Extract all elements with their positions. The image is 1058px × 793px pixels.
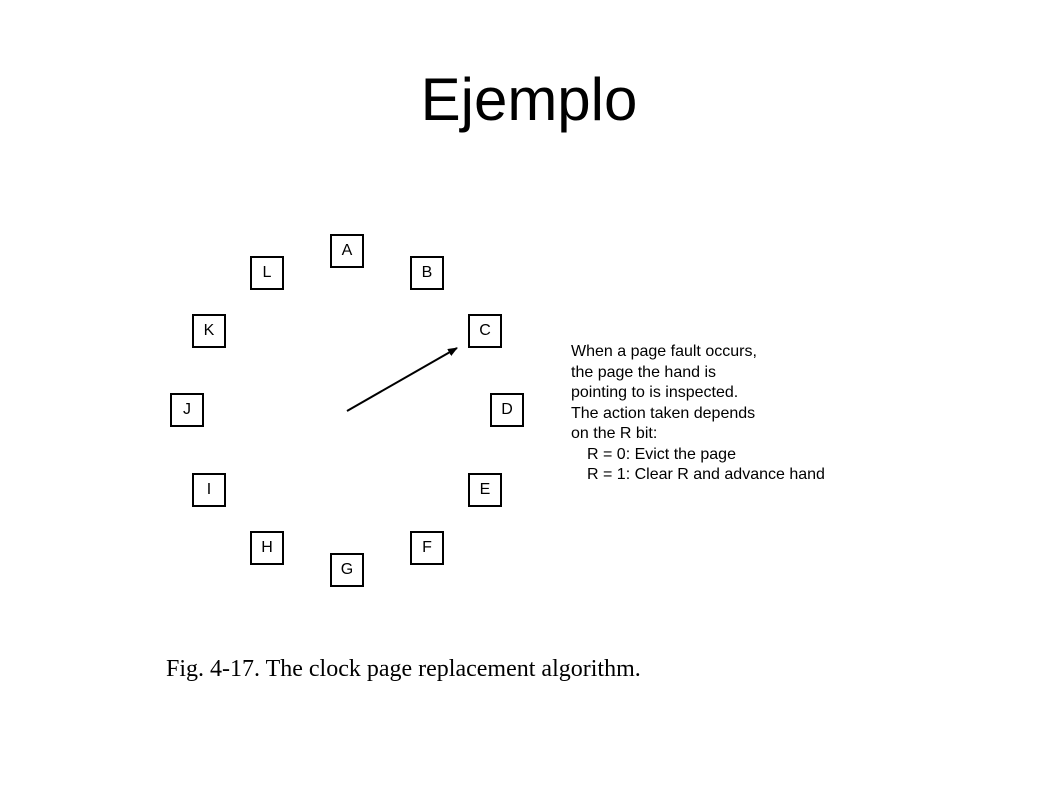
page-box-c: C bbox=[468, 314, 502, 348]
algorithm-description: When a page fault occurs, the page the h… bbox=[571, 342, 891, 486]
page-box-k: K bbox=[192, 314, 226, 348]
page-box-d: D bbox=[490, 393, 524, 427]
description-line: on the R bit: bbox=[571, 425, 658, 442]
description-line: pointing to is inspected. bbox=[571, 384, 739, 401]
figure-caption: Fig. 4-17. The clock page replacement al… bbox=[166, 656, 641, 682]
page-box-h: H bbox=[250, 531, 284, 565]
page-box-a: A bbox=[330, 234, 364, 268]
page-box-f: F bbox=[410, 531, 444, 565]
rule-r1: R = 1: Clear R and advance hand bbox=[587, 466, 825, 483]
page-box-e: E bbox=[468, 473, 502, 507]
page-box-i: I bbox=[192, 473, 226, 507]
page-box-l: L bbox=[250, 256, 284, 290]
page-box-g: G bbox=[330, 553, 364, 587]
rule-r0: R = 0: Evict the page bbox=[587, 445, 736, 463]
description-line: When a page fault occurs, bbox=[571, 343, 757, 360]
slide-title: Ejemplo bbox=[420, 66, 638, 133]
page-box-j: J bbox=[170, 393, 204, 427]
description-line: the page the hand is bbox=[571, 363, 717, 381]
description-line: The action taken depends bbox=[571, 404, 756, 422]
page-box-b: B bbox=[410, 256, 444, 290]
